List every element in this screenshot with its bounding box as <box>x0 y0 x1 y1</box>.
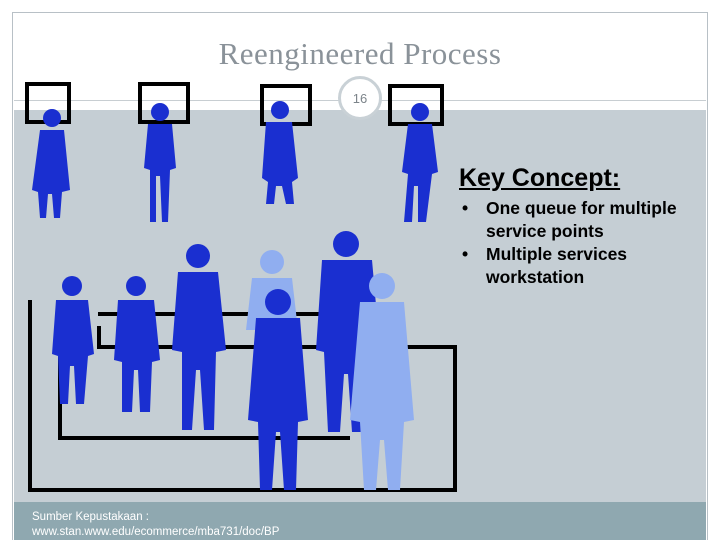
figure-window-1 <box>32 109 70 218</box>
figure-queue-2 <box>114 276 160 412</box>
figure-window-4 <box>402 103 438 222</box>
figure-window-3 <box>262 101 298 204</box>
page-number-badge: 16 <box>338 76 382 120</box>
key-concept-list: One queue for multiple service points Mu… <box>460 197 710 289</box>
queue-rail-outer <box>28 300 457 492</box>
figure-queue-3 <box>172 244 226 430</box>
service-window-2 <box>138 82 190 124</box>
figure-window-2 <box>144 103 176 222</box>
slide-title: Reengineered Process <box>218 36 502 71</box>
key-concept-point: Multiple services workstation <box>460 243 710 289</box>
source-label: Sumber Kepustakaan : <box>32 511 149 523</box>
figure-queue-front <box>248 289 308 490</box>
figure-queue-1 <box>52 276 94 404</box>
figure-queue-light-front <box>350 273 414 490</box>
source-link[interactable]: www.stan.www.edu/ecommerce/mba731/doc/BP <box>32 526 280 538</box>
key-concept-heading: Key Concept: <box>459 164 621 192</box>
key-concept-point: One queue for multiple service points <box>460 197 710 243</box>
footer-bar <box>14 502 706 540</box>
